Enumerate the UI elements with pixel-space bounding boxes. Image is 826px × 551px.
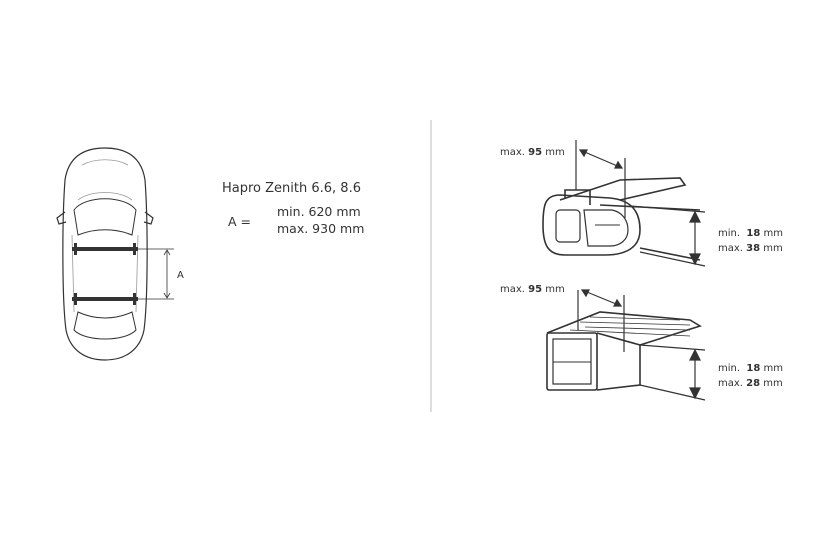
roof-bars (72, 243, 138, 305)
a-min-value: min. 620 mm (277, 204, 361, 219)
aero-max-height-label: max. 38 mm (718, 243, 783, 254)
product-title: Hapro Zenith 6.6, 8.6 (222, 181, 361, 196)
square-width-label: max. 95 mm (500, 284, 565, 295)
aero-min-height-label: min. 18 mm (718, 228, 783, 239)
front-roof-bar (72, 247, 138, 251)
square-bar-dimensions (577, 289, 706, 401)
aero-bar-profile (542, 177, 701, 261)
aero-bar-dimensions (575, 140, 706, 267)
aero-width-label: max. 95 mm (500, 147, 565, 158)
square-min-height-label: min. 18 mm (718, 363, 783, 374)
dimension-a-label: A (177, 270, 184, 281)
square-max-height-label: max. 28 mm (718, 378, 783, 389)
car-top-view (56, 147, 154, 361)
a-equals-label: A = (228, 214, 251, 229)
a-max-value: max. 930 mm (277, 221, 365, 236)
rear-roof-bar (72, 297, 138, 301)
square-bar-profile (546, 311, 702, 391)
dimension-a (138, 248, 174, 300)
